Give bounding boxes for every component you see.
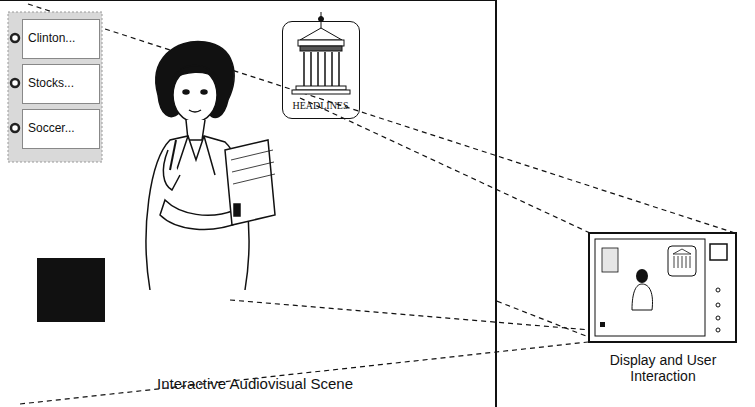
node-label: Interactive Audiovisual Scene	[150, 375, 360, 392]
scene-frame: Interactive Audiovisual Scene Clinton... S…	[0, 0, 497, 407]
menu-item: Clinton...	[22, 19, 100, 59]
display-monitor	[589, 233, 736, 342]
node-label: HEADLINES	[283, 100, 358, 111]
node-label: Display and User Interaction	[588, 352, 738, 384]
menu-panel	[8, 12, 102, 162]
black-square	[37, 258, 105, 322]
node-label: Clinton...	[28, 31, 98, 45]
projection-connector	[497, 301, 586, 336]
news-anchor	[146, 42, 275, 290]
menu-item: Soccer...	[22, 109, 100, 149]
node-label: Stocks...	[28, 76, 98, 90]
projection-line	[20, 4, 735, 404]
display-unit: Display and User Interaction	[586, 232, 740, 404]
menu-item: Stocks...	[22, 64, 100, 104]
node-label: Soccer...	[28, 121, 98, 135]
building-icon	[292, 12, 350, 94]
radio-button	[11, 34, 19, 132]
headlines-icon: HEADLINES	[282, 21, 360, 119]
